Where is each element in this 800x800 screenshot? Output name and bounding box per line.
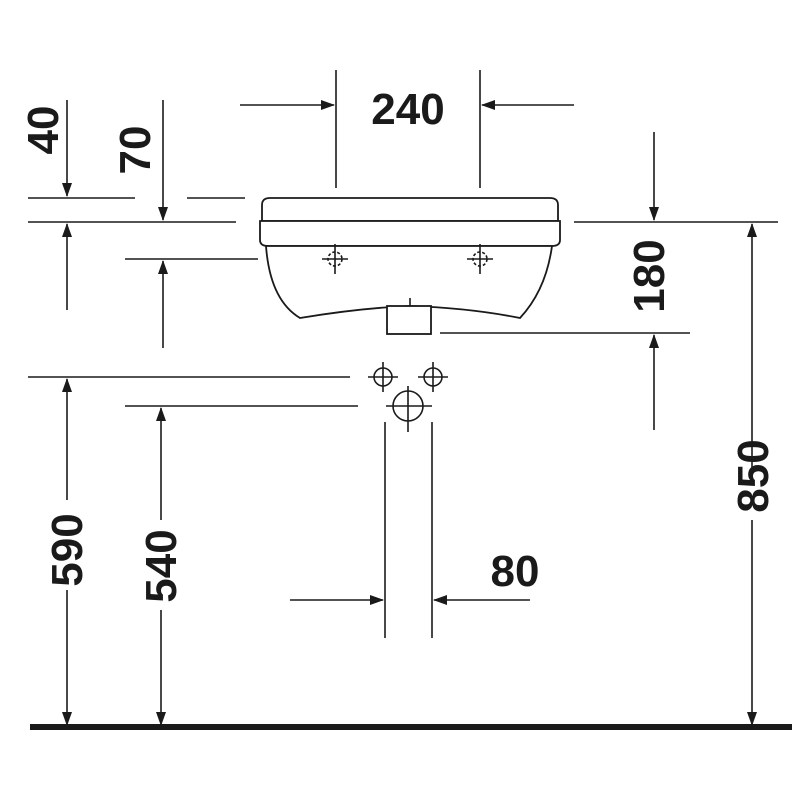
dimension-180: 180 xyxy=(440,132,690,430)
dimension-540: 540 xyxy=(137,407,186,726)
dimension-70: 70 xyxy=(111,100,168,348)
dimension-240: 240 xyxy=(240,70,574,188)
dimension-590-label: 590 xyxy=(43,513,92,586)
dimension-80: 80 xyxy=(290,547,540,605)
dimension-850: 850 xyxy=(729,223,778,726)
dimension-180-label: 180 xyxy=(625,239,674,312)
dimension-590: 590 xyxy=(43,378,92,726)
washbasin-outline xyxy=(259,197,561,335)
tap-hole-left-icon xyxy=(322,244,348,274)
supply-inlet-right-icon xyxy=(418,362,448,392)
dimension-540-label: 540 xyxy=(137,529,186,602)
dimension-70-label: 70 xyxy=(111,126,160,175)
waste-outlet-icon xyxy=(386,386,432,432)
tap-hole-right-icon xyxy=(467,244,493,274)
dimension-40: 40 xyxy=(19,100,72,310)
dimension-240-label: 240 xyxy=(371,85,444,134)
dimension-850-label: 850 xyxy=(729,439,778,512)
dimension-40-label: 40 xyxy=(19,106,68,155)
dimension-80-label: 80 xyxy=(491,547,540,596)
supply-inlet-left-icon xyxy=(368,362,398,392)
